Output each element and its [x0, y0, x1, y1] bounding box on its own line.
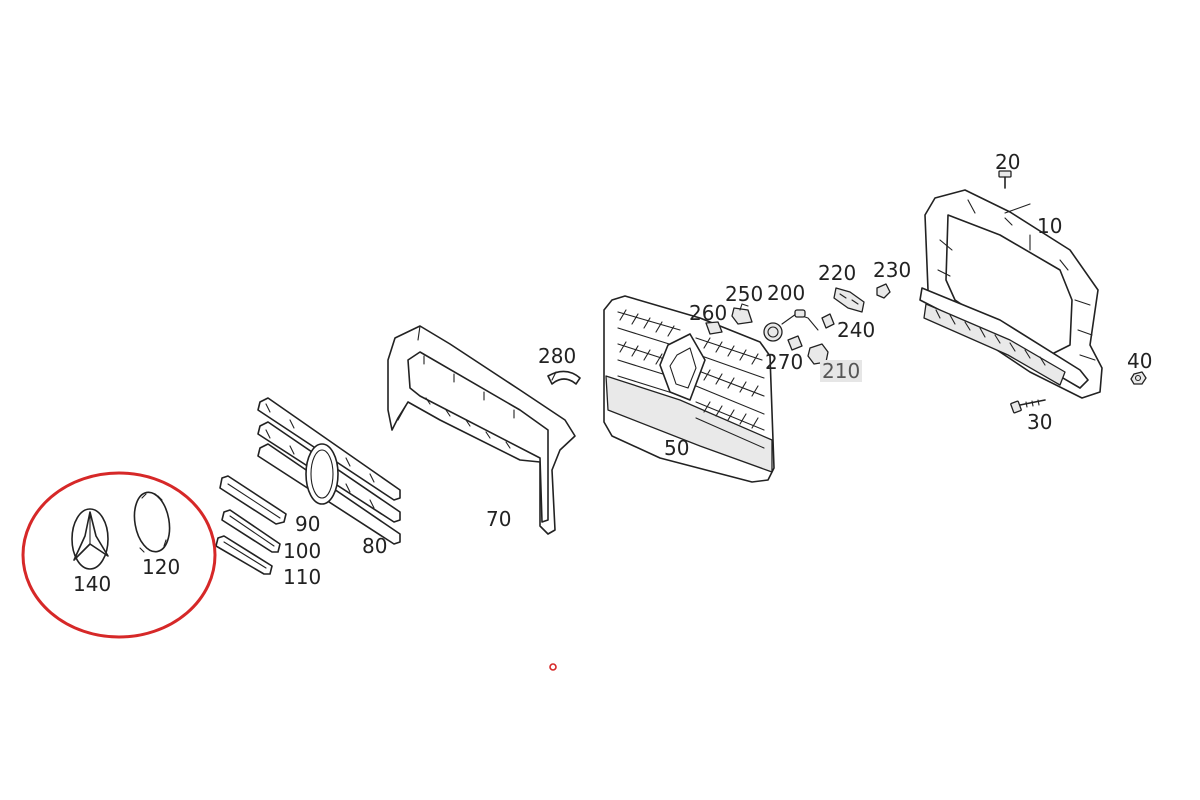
callout-230: 230: [873, 258, 912, 282]
part-30-bolt[interactable]: [1010, 399, 1046, 414]
callout-250: 250: [725, 282, 764, 306]
sensor-icon[interactable]: [763, 309, 819, 342]
part-80-front-bars[interactable]: [257, 397, 401, 545]
part-280-trim[interactable]: [547, 370, 581, 385]
callout-30: 30: [1027, 410, 1053, 434]
callout-120: 120: [142, 555, 181, 579]
callout-100: 100: [283, 539, 322, 563]
part-50-grille[interactable]: [603, 295, 775, 483]
grille-mesh: [617, 309, 765, 449]
highlight-ring: [21, 471, 217, 639]
bolt-icon[interactable]: [998, 170, 1012, 189]
callout-200: 200: [767, 281, 806, 305]
part-10-radiator-frame[interactable]: [919, 189, 1103, 399]
marker-dot: [549, 663, 557, 671]
callout-40: 40: [1127, 349, 1153, 373]
callout-110: 110: [283, 565, 322, 589]
callout-20: 20: [995, 150, 1021, 174]
callout-140: 140: [73, 572, 112, 596]
part-90-strip[interactable]: [219, 475, 287, 525]
part-270-clip[interactable]: [787, 335, 803, 351]
part-70-surround[interactable]: [387, 325, 576, 535]
clip-icon[interactable]: [876, 283, 891, 299]
callout-70: 70: [486, 507, 512, 531]
mercedes-star-icon[interactable]: [71, 508, 109, 570]
callout-260: 260: [689, 301, 728, 325]
callout-240: 240: [837, 318, 876, 342]
callout-80: 80: [362, 534, 388, 558]
callout-50: 50: [664, 436, 690, 460]
part-120-cover[interactable]: [130, 490, 174, 555]
part-260-clip[interactable]: [705, 321, 723, 335]
part-40-nut[interactable]: [1130, 371, 1147, 385]
part-250-bracket[interactable]: [731, 303, 753, 325]
callout-220: 220: [818, 261, 857, 285]
part-110-strip[interactable]: [215, 535, 273, 575]
callout-90: 90: [295, 512, 321, 536]
part-100-strip[interactable]: [221, 509, 281, 553]
callout-10: 10: [1037, 214, 1063, 238]
callout-210: 210: [820, 359, 863, 383]
callout-270: 270: [765, 350, 804, 374]
part-240-clip[interactable]: [821, 313, 835, 329]
part-220-bracket[interactable]: [833, 287, 865, 313]
callout-280: 280: [538, 344, 577, 368]
